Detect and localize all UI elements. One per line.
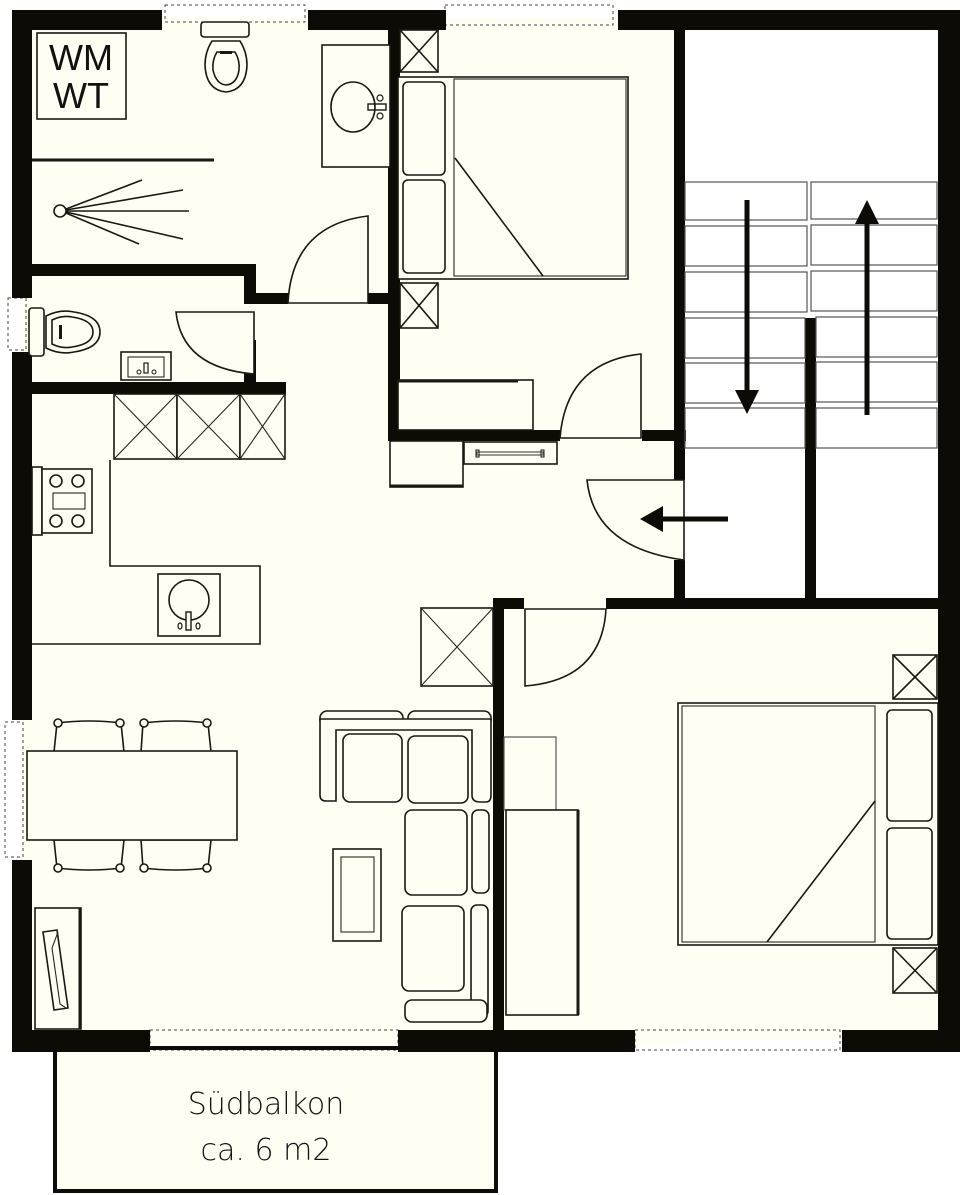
wall-segment bbox=[388, 430, 560, 441]
coffee-table-icon bbox=[332, 848, 382, 942]
bedroom-2-door[interactable] bbox=[524, 608, 607, 687]
stove-icon bbox=[31, 466, 93, 536]
bedroom-1 bbox=[397, 29, 642, 439]
wall-segment bbox=[493, 598, 504, 1038]
wall-segment bbox=[254, 293, 288, 304]
wall-segment bbox=[12, 10, 32, 298]
wall-segment bbox=[494, 598, 524, 609]
washer-label: WM bbox=[49, 37, 113, 78]
stairs-up-arrow-icon bbox=[855, 200, 879, 415]
wall-segment bbox=[805, 318, 816, 603]
wall-segment bbox=[674, 560, 685, 608]
dining-chair-icon bbox=[53, 718, 125, 753]
balcony-area: ca. 6 m2 bbox=[201, 1133, 332, 1168]
toilet-icon bbox=[28, 307, 101, 357]
storage-cabinet-icon bbox=[420, 607, 494, 687]
hall-cabinet bbox=[389, 440, 464, 488]
staircase bbox=[684, 181, 938, 449]
double-bed-icon bbox=[397, 76, 629, 280]
balcony-floor bbox=[55, 1045, 495, 1190]
wall-segment bbox=[244, 264, 256, 304]
wall-segment bbox=[308, 10, 446, 30]
balcony-name: Südbalkon bbox=[188, 1087, 345, 1122]
wall-segment bbox=[938, 10, 960, 1052]
dining-chair-icon bbox=[139, 839, 212, 873]
wc bbox=[28, 307, 255, 381]
kitchen-counter bbox=[32, 460, 261, 645]
wall-segment bbox=[618, 10, 960, 30]
bathroom-door[interactable] bbox=[287, 215, 369, 304]
shower-head-icon bbox=[53, 179, 189, 245]
washer-dryer-box bbox=[36, 32, 127, 120]
wall-segment bbox=[12, 352, 32, 720]
wall-segment bbox=[674, 18, 685, 480]
wc-sink-icon bbox=[120, 351, 172, 381]
dining-chair-icon bbox=[139, 718, 212, 753]
balcony-outline bbox=[53, 1046, 498, 1193]
double-bed-icon bbox=[677, 702, 939, 946]
wardrobe-icon bbox=[397, 379, 534, 431]
wardrobe-icon bbox=[505, 809, 580, 1016]
stairs-down-arrow-icon bbox=[735, 200, 759, 414]
bedroom-2 bbox=[503, 608, 939, 1016]
wall-segment bbox=[12, 10, 162, 30]
nightstand-icon bbox=[892, 947, 938, 994]
nightstand-icon bbox=[399, 282, 439, 329]
dryer-label: WT bbox=[53, 75, 109, 116]
wall-segment bbox=[842, 1030, 960, 1052]
hallway bbox=[389, 440, 728, 561]
walls bbox=[12, 10, 960, 1193]
bathroom-sink-icon bbox=[321, 44, 391, 168]
entrance-door[interactable] bbox=[586, 479, 685, 561]
window-dining bbox=[4, 721, 24, 858]
toilet-icon bbox=[200, 21, 250, 93]
wall-segment bbox=[606, 598, 946, 609]
wall-segment bbox=[32, 382, 286, 394]
wall-segment bbox=[642, 430, 686, 441]
wc-door[interactable] bbox=[175, 311, 255, 375]
bathroom: WM WT bbox=[32, 21, 391, 304]
kitchen-sink-icon bbox=[157, 573, 221, 637]
wall-segment bbox=[12, 860, 32, 1052]
coat-rack-icon bbox=[463, 441, 558, 465]
wall-segment bbox=[388, 18, 400, 438]
nightstand-icon bbox=[399, 29, 439, 73]
sofa-icon bbox=[319, 710, 492, 1023]
nightstand-icon bbox=[892, 654, 938, 700]
kitchen-cabinets bbox=[113, 393, 286, 460]
dining-chair-icon bbox=[53, 839, 125, 873]
kitchen bbox=[31, 393, 286, 645]
wall-segment bbox=[368, 293, 390, 304]
dining-table bbox=[26, 750, 238, 841]
living-dining bbox=[26, 607, 494, 1030]
wall-segment bbox=[32, 264, 254, 276]
balcony: Südbalkon ca. 6 m2 bbox=[188, 1087, 345, 1168]
bedroom-1-door[interactable] bbox=[559, 353, 642, 439]
tv-icon bbox=[34, 907, 82, 1030]
entrance-arrow-icon bbox=[640, 506, 728, 532]
